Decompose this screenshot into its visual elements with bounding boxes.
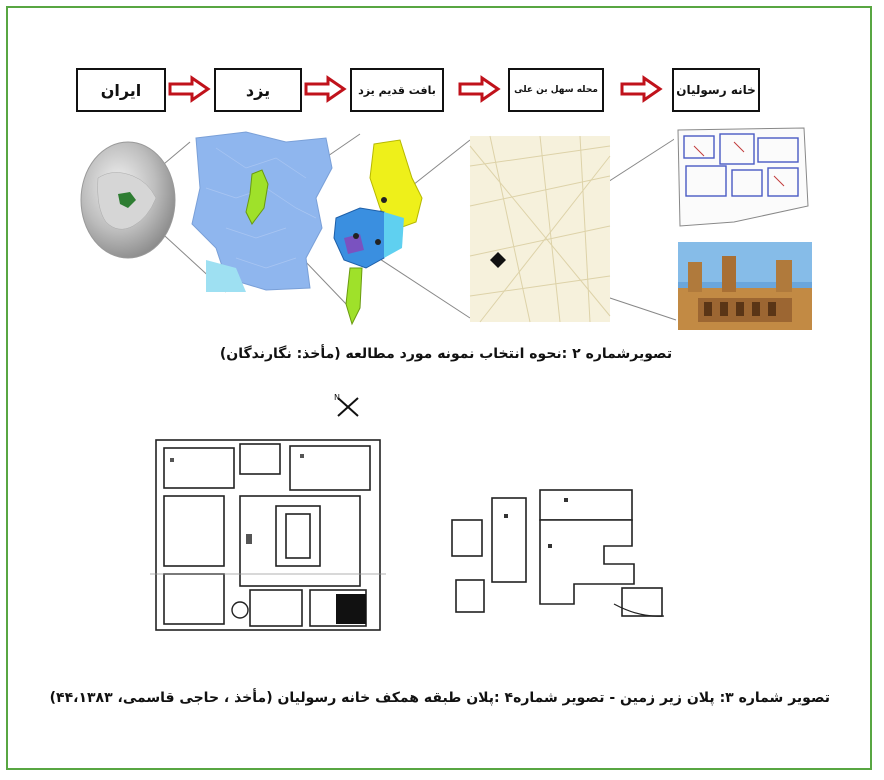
neighborhood-map-icon — [674, 126, 812, 230]
basement-plan-icon — [150, 439, 386, 631]
flow-box-house: خانه رسولیان — [672, 68, 760, 112]
north-arrow-icon: N — [334, 393, 359, 417]
flow-arrow-4 — [620, 75, 663, 103]
flow-arrow-2 — [304, 75, 347, 103]
globe-icon — [80, 141, 176, 259]
figure34-caption: تصویر شماره ۳: پلان زیر زمین - تصویر شما… — [49, 690, 830, 706]
svg-text:N: N — [334, 393, 340, 402]
flow-box-old-fabric: بافت قدیم یزد — [350, 68, 444, 112]
flow-box-yazd: یزد — [214, 68, 302, 112]
yazd-province-map-icon — [333, 139, 423, 326]
old-fabric-map-icon — [469, 135, 611, 323]
flow-arrow-3 — [458, 75, 501, 103]
house-photo-icon — [678, 242, 812, 330]
flow-box-neighborhood: محله سهل بن علی — [508, 68, 604, 112]
figure2-caption: تصویرشماره ۲ :نحوه انتخاب نمونه مورد مطا… — [219, 346, 673, 362]
flow-box-iran: ایران — [76, 68, 166, 112]
iran-map-icon — [191, 131, 333, 292]
flow-arrow-1 — [168, 75, 211, 103]
ground-floor-plan-icon — [451, 489, 665, 617]
